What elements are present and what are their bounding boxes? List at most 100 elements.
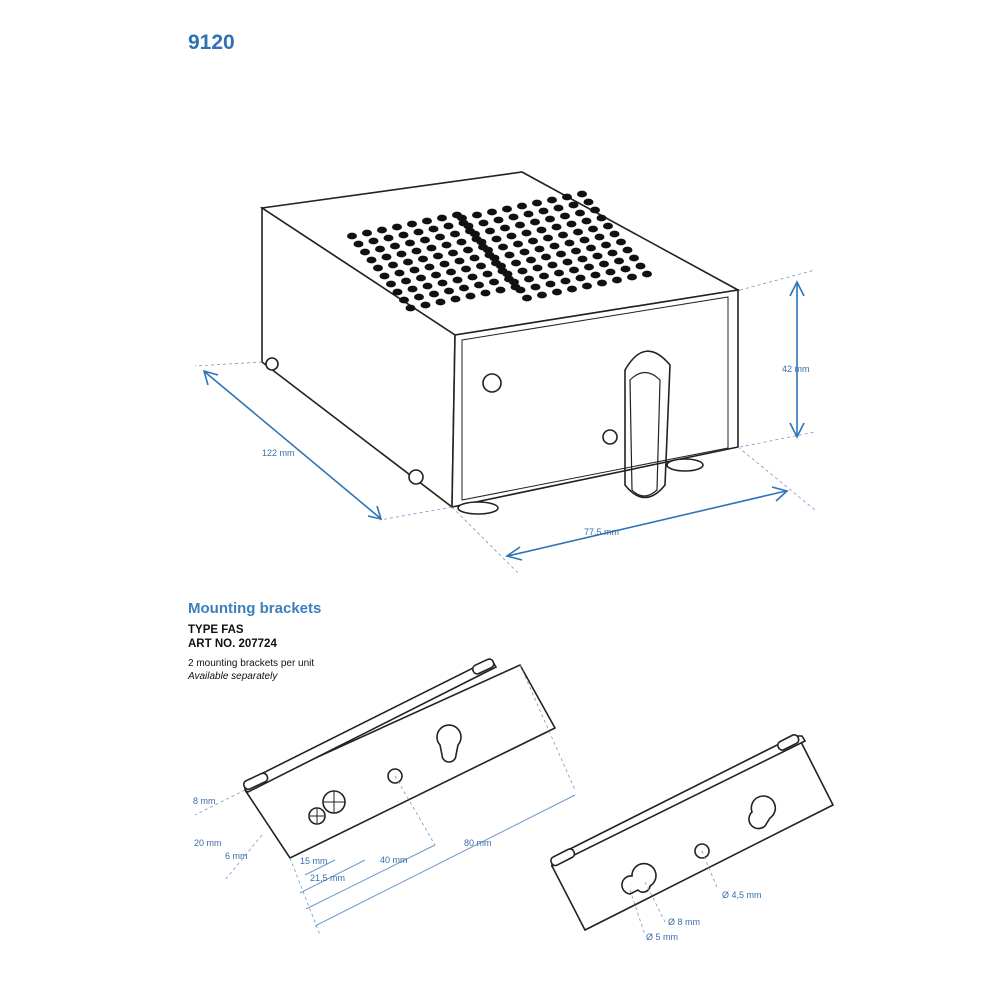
vent-hole — [577, 190, 587, 198]
vent-hole — [483, 246, 493, 254]
height-label: 42 mm — [782, 364, 810, 374]
vent-hole — [459, 284, 469, 292]
housing-drawing — [259, 171, 741, 515]
vent-hole — [511, 259, 521, 267]
vent-hole — [420, 236, 430, 244]
vent-hole — [394, 269, 405, 277]
vent-hole — [530, 218, 540, 226]
vent-hole — [414, 293, 424, 301]
vent-hole — [467, 273, 478, 281]
vent-hole — [388, 261, 398, 269]
vent-hole — [439, 260, 450, 268]
vent-hole — [386, 280, 396, 288]
vent-hole — [422, 282, 433, 290]
vent-hole — [515, 221, 525, 229]
vent-hole — [377, 226, 387, 234]
vent-hole — [547, 261, 558, 269]
vent-hole — [521, 229, 532, 237]
vent-hole — [583, 198, 594, 206]
vent-hole — [504, 251, 515, 259]
vent-hole — [605, 268, 616, 276]
vent-hole — [569, 266, 579, 274]
vent-hole — [390, 242, 400, 250]
vent-hole — [413, 228, 424, 236]
dim-hole-5mm: Ø 5 mm — [646, 932, 678, 942]
vent-hole — [519, 248, 530, 256]
vent-hole — [437, 279, 448, 287]
vent-hole — [446, 268, 456, 276]
dim-80mm: 80 mm — [464, 838, 492, 848]
vent-hole — [398, 231, 409, 239]
vent-hole — [549, 242, 560, 250]
vent-hole — [538, 207, 549, 215]
vent-hole — [581, 217, 592, 225]
vent-hole — [368, 237, 379, 245]
vent-hole — [437, 214, 447, 222]
housing-dimensions — [194, 269, 816, 576]
vent-hole — [366, 256, 377, 264]
vent-hole — [487, 208, 497, 216]
vent-hole — [493, 216, 504, 224]
vent-hole — [457, 214, 467, 222]
vent-hole — [383, 234, 394, 242]
vent-hole — [433, 252, 443, 260]
vent-hole — [435, 298, 446, 306]
vent-hole — [454, 257, 465, 265]
vent-hole — [586, 244, 596, 252]
vent-hole — [443, 222, 454, 230]
vent-hole — [522, 294, 532, 302]
vent-hole — [373, 264, 383, 272]
vent-hole — [552, 288, 562, 296]
vent-hole — [347, 232, 357, 240]
quantity-note: 2 mounting brackets per unit — [188, 658, 315, 669]
vent-hole — [588, 225, 598, 233]
vent-hole — [435, 233, 445, 241]
dim-6mm: 6 mm — [225, 851, 248, 861]
vent-hole — [496, 262, 506, 270]
vent-hole — [530, 283, 541, 291]
vent-hole — [556, 250, 566, 258]
vent-hole — [461, 265, 471, 273]
vent-hole — [609, 230, 620, 238]
vent-hole — [506, 232, 517, 240]
section-heading: Mounting brackets — [188, 600, 322, 617]
vent-hole — [476, 238, 487, 246]
vent-hole — [515, 286, 526, 294]
vent-hole — [491, 235, 502, 243]
vent-hole — [448, 249, 458, 257]
vent-hole — [396, 250, 407, 258]
vent-hole — [450, 230, 460, 238]
vent-hole — [428, 225, 439, 233]
vent-hole — [465, 292, 476, 300]
type-label: TYPE FAS — [188, 624, 244, 636]
vent-hole — [476, 262, 486, 270]
vent-hole — [558, 231, 568, 239]
vent-hole — [431, 271, 441, 279]
vent-hole — [422, 217, 432, 225]
vent-hole — [532, 199, 542, 207]
vent-hole — [567, 285, 577, 293]
vent-hole — [612, 276, 622, 284]
vent-hole — [469, 254, 480, 262]
vent-hole — [601, 241, 611, 249]
vent-hole — [426, 244, 437, 252]
vent-hole — [500, 224, 510, 232]
vent-hole — [536, 226, 547, 234]
dim-hole-8mm: Ø 8 mm — [668, 917, 700, 927]
vent-hole — [599, 260, 609, 268]
vent-hole — [642, 270, 652, 278]
front-screw — [482, 373, 502, 393]
vent-hole — [620, 265, 631, 273]
vent-hole — [592, 252, 603, 260]
vent-hole — [405, 239, 415, 247]
vent-hole — [517, 202, 527, 210]
vent-hole — [553, 204, 564, 212]
vent-hole — [597, 279, 607, 287]
vent-hole — [545, 215, 555, 223]
vent-hole — [575, 209, 585, 217]
vent-hole — [401, 277, 411, 285]
vent-hole — [407, 220, 417, 228]
bracket-info: Mounting brackets TYPE FAS ART NO. 20772… — [188, 600, 321, 683]
vent-hole — [474, 281, 484, 289]
